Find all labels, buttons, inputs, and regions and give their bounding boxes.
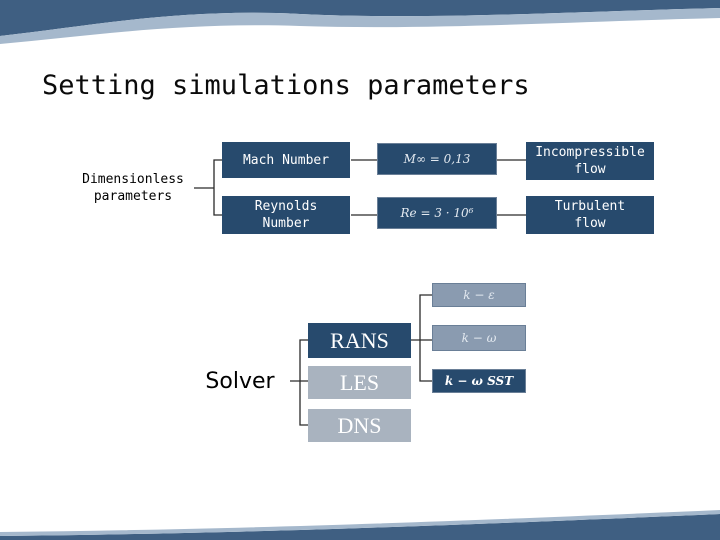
mach-formula: M∞ = 0,13 (377, 143, 497, 175)
k-omega-model: k − ω (432, 325, 526, 351)
turbulent-flow-box: Turbulent flow (526, 196, 654, 234)
solver-label: Solver (190, 366, 290, 396)
k-omega-sst-model: k − ω SST (432, 369, 526, 393)
footer-wave (0, 510, 720, 540)
mach-number-box: Mach Number (222, 142, 350, 178)
reynolds-number-box: Reynolds Number (222, 196, 350, 234)
header-wave (0, 0, 720, 44)
k-epsilon-model: k − ε (432, 283, 526, 307)
rans-option: RANS (308, 323, 411, 358)
page-title: Setting simulations parameters (42, 70, 530, 101)
dns-option: DNS (308, 409, 411, 442)
dimensionless-parameters-label: Dimensionless parameters (72, 170, 194, 206)
les-option: LES (308, 366, 411, 399)
incompressible-flow-box: Incompressible flow (526, 142, 654, 180)
reynolds-formula: Re = 3 · 10⁶ (377, 197, 497, 229)
